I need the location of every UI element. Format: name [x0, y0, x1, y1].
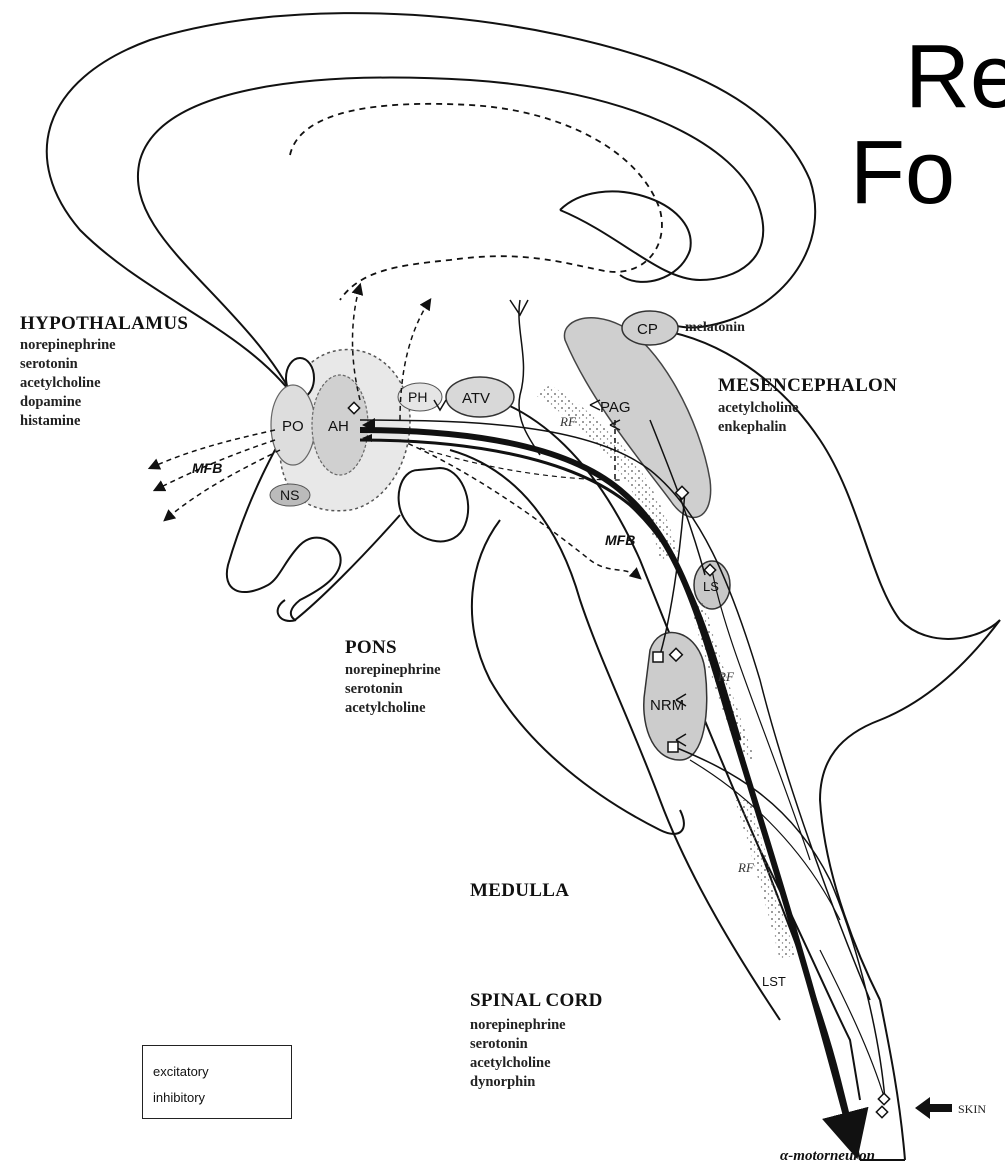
transmitter-item: serotonin	[470, 1035, 566, 1054]
mfb-arrow-3	[165, 450, 280, 520]
cerebrum-outline	[47, 13, 815, 405]
mfb-left-label: MFB	[192, 460, 222, 476]
ls-label: LS	[703, 579, 719, 594]
transmitter-item: dopamine	[20, 393, 116, 412]
legend-excitatory-label: excitatory	[153, 1064, 209, 1079]
transmitter-item: norepinephrine	[345, 661, 441, 680]
mfb-mid-label: MFB	[605, 532, 635, 548]
medulla-heading: MEDULLA	[470, 880, 569, 902]
rf-top-label: RF	[559, 414, 577, 429]
corpus-callosum	[138, 78, 763, 410]
transmitter-item: enkephalin	[718, 418, 799, 437]
mesencephalon-transmitters: acetylcholine enkephalin	[718, 399, 799, 437]
rf-pons-label: RF	[717, 669, 735, 684]
hypothalamus-heading: HYPOTHALAMUS	[20, 313, 188, 335]
nrm-label: NRM	[650, 697, 684, 714]
transmitter-item: acetylcholine	[470, 1054, 566, 1073]
hypothalamus-transmitters: norepinephrine serotonin acetylcholine d…	[20, 336, 116, 431]
spinal-cord-transmitters: norepinephrine serotonin acetylcholine d…	[470, 1016, 566, 1092]
rf-medulla-label: RF	[737, 860, 755, 875]
transmitter-item: acetylcholine	[345, 699, 441, 718]
atv-label: ATV	[462, 390, 490, 407]
pag-label: PAG	[600, 399, 631, 416]
pituitary-outline	[399, 468, 469, 541]
transmitter-item: dynorphin	[470, 1073, 566, 1092]
ph-label: PH	[408, 389, 427, 405]
pons-heading: PONS	[345, 637, 397, 659]
transmitter-item: serotonin	[345, 680, 441, 699]
spinal-cord-heading: SPINAL CORD	[470, 990, 603, 1012]
ventricle-outline	[290, 104, 662, 300]
transmitter-item: histamine	[20, 412, 116, 431]
motorneuron-label: α-motorneuron	[780, 1148, 875, 1164]
lst-label: LST	[762, 974, 786, 989]
pons-transmitters: norepinephrine serotonin acetylcholine	[345, 661, 441, 718]
legend-inhibitory-label: inhibitory	[153, 1090, 205, 1105]
ns-label: NS	[280, 487, 299, 503]
transmitter-item: norepinephrine	[470, 1016, 566, 1035]
po-label: PO	[282, 418, 304, 435]
transmitter-item: acetylcholine	[20, 374, 116, 393]
transmitter-item: norepinephrine	[20, 336, 116, 355]
skin-label: SKIN	[958, 1102, 986, 1116]
skin-arrow	[915, 1097, 952, 1119]
ah-label: AH	[328, 418, 349, 435]
melatonin-label: melatonin	[685, 320, 745, 335]
mesencephalon-heading: MESENCEPHALON	[718, 375, 897, 397]
transmitter-item: serotonin	[20, 355, 116, 374]
legend-box: excitatory inhibitory	[142, 1045, 292, 1119]
transmitter-item: acetylcholine	[718, 399, 799, 418]
cp-label: CP	[637, 321, 658, 338]
